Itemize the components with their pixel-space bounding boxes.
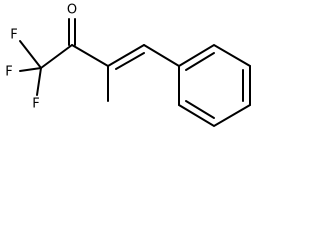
phenyl-inner-bond-1	[185, 52, 215, 71]
phenyl-inner-bond-3	[185, 100, 215, 119]
bond-c2-c3	[71, 44, 109, 67]
bond-c4-phenyl	[143, 44, 180, 67]
bond-c1-c2	[40, 44, 73, 69]
bond-c1-f-left	[19, 67, 42, 72]
bond-c3-c4-2	[115, 52, 145, 70]
phenyl-ring	[178, 43, 251, 128]
atom-oxygen: O	[67, 3, 77, 18]
bond-c1-f-top	[19, 40, 42, 69]
atom-fluorine-left: F	[5, 65, 12, 80]
atom-fluorine-bottom: F	[32, 97, 39, 112]
bond-c1-f-bottom	[36, 67, 42, 96]
chemical-structure-diagram: O F F F	[5, 3, 251, 128]
bond-c3-c4-1	[107, 44, 145, 67]
atom-fluorine-top: F	[10, 28, 17, 43]
